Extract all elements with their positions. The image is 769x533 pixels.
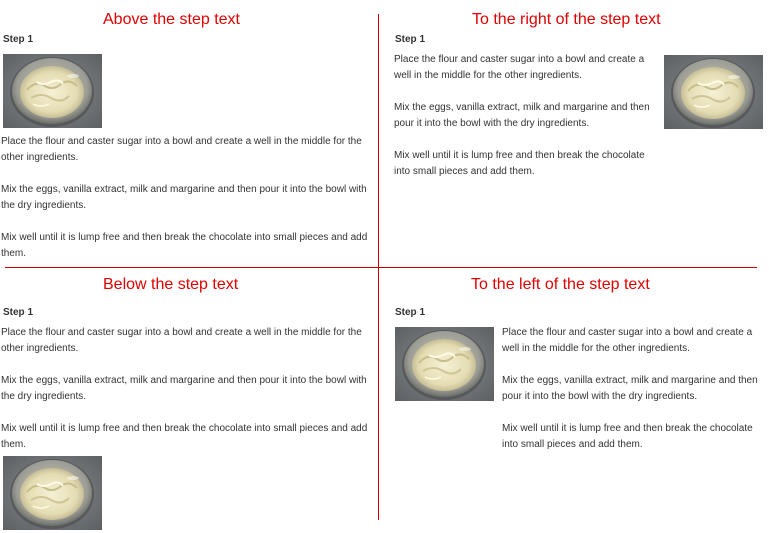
step-paragraph: Place the flour and caster sugar into a … (1, 136, 362, 163)
step-paragraph: Mix well until it is lump free and then … (1, 423, 368, 450)
bowl-photo (395, 327, 494, 401)
bowl-photo (3, 54, 102, 128)
horizontal-divider (5, 267, 757, 268)
quadrant-heading: To the left of the step text (471, 276, 650, 293)
step-paragraph: Place the flour and caster sugar into a … (394, 54, 645, 81)
quadrant-heading: Below the step text (103, 276, 239, 293)
quadrant-heading: Above the step text (103, 11, 240, 28)
step-paragraph: Mix the eggs, vanilla extract, milk and … (502, 375, 758, 402)
step-label: Step 1 (395, 307, 426, 318)
step-paragraph: Place the flour and caster sugar into a … (502, 327, 753, 354)
step-paragraph: Mix the eggs, vanilla extract, milk and … (394, 102, 650, 129)
step-paragraph: Place the flour and caster sugar into a … (1, 327, 362, 354)
step-paragraph: Mix well until it is lump free and then … (502, 423, 753, 450)
step-label: Step 1 (395, 34, 426, 45)
step-label: Step 1 (3, 34, 34, 45)
quadrant-heading: To the right of the step text (472, 11, 661, 28)
step-paragraph: Mix the eggs, vanilla extract, milk and … (1, 375, 367, 402)
bowl-photo (664, 55, 763, 129)
step-label: Step 1 (3, 307, 34, 318)
step-paragraph: Mix well until it is lump free and then … (394, 150, 645, 177)
step-paragraph: Mix the eggs, vanilla extract, milk and … (1, 184, 367, 211)
step-paragraph: Mix well until it is lump free and then … (1, 232, 368, 259)
bowl-photo (3, 456, 102, 530)
